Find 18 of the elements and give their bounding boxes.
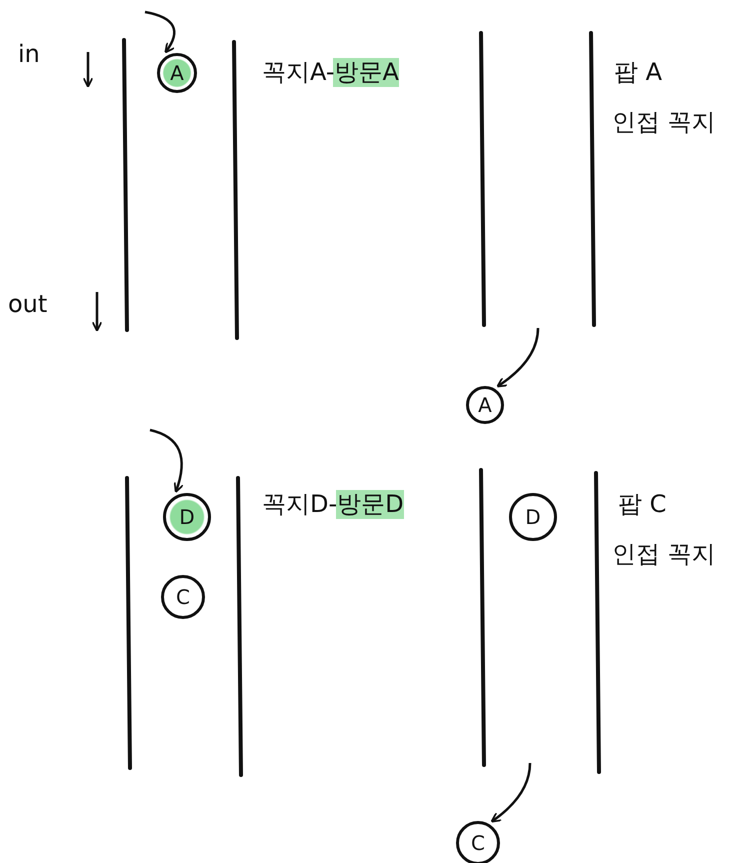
node-circle: A [466, 386, 504, 424]
node-circle: A [157, 53, 197, 93]
note-text: 인접 꼭지 [612, 540, 716, 569]
note-text: out [8, 290, 48, 319]
note-text: 팝 C [618, 490, 666, 519]
note-text: in [18, 40, 40, 69]
arrow [490, 762, 532, 823]
note-text: 꼭지A-방문A [262, 58, 399, 87]
arrow [150, 428, 184, 493]
note-text: 인접 꼭지 [612, 108, 716, 137]
arrow [144, 10, 176, 54]
note-text: 꼭지D-방문D [262, 490, 404, 519]
node-circle: C [456, 821, 500, 863]
note-text: 팝 A [614, 58, 662, 87]
node-circle: D [509, 493, 557, 541]
node-circle: C [161, 575, 205, 619]
arrow [496, 328, 540, 388]
node-circle: D [163, 493, 211, 541]
